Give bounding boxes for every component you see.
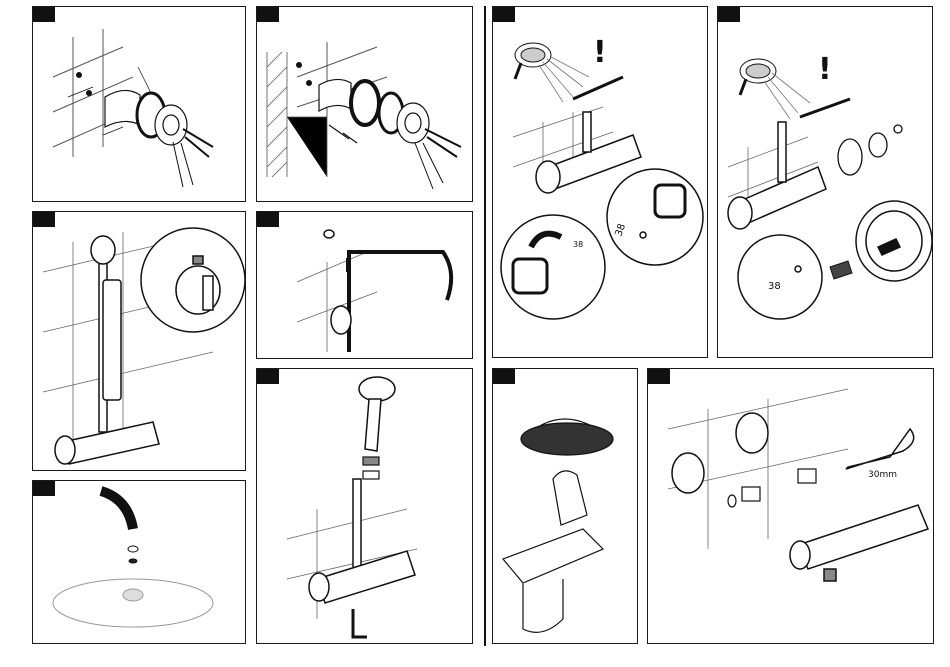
detail-circle-dial (738, 235, 822, 319)
detail-circle-cap (856, 201, 932, 281)
panel-overhead-shower (32, 480, 246, 644)
panel-cleaning (492, 368, 638, 644)
seal-rings (128, 546, 138, 563)
wall-mount-illustration (33, 7, 246, 202)
panel-wall-mounting (32, 6, 246, 202)
spray-plate (503, 529, 603, 632)
rail-mounting-illustration (33, 212, 246, 471)
thermostat-mixer (790, 505, 928, 581)
hand-shower (359, 377, 395, 451)
distance-arrow (329, 125, 357, 143)
fittings (728, 469, 816, 507)
thermostat-mixer (728, 122, 826, 229)
hand-shower-icon (515, 43, 551, 79)
water-spray (764, 73, 810, 119)
temperature-mark: 38 (768, 281, 781, 292)
warning-sign: ! (593, 35, 607, 70)
panel-wall-spacer (256, 6, 473, 202)
thermometer (573, 77, 623, 99)
overhead-shower-illustration (33, 481, 246, 644)
head-shower (521, 419, 613, 455)
warning-sign: ! (818, 52, 832, 87)
detail-circle-right (607, 169, 703, 265)
wall-spacer-illustration (257, 7, 473, 202)
mixer-with-rail (309, 479, 415, 637)
center-divider (484, 6, 486, 646)
thermometer (800, 99, 850, 117)
hand-shower-icon (740, 59, 776, 95)
panel-temperature-adjust: ! 38 38 (492, 6, 708, 358)
wrench-size-label: 30mm (868, 470, 897, 480)
wall-tiles (297, 252, 377, 352)
cleaning-hand (553, 471, 587, 525)
shower-arm-illustration (257, 212, 473, 359)
shower-arm (324, 230, 451, 352)
wrench (846, 429, 914, 469)
panel-shower-arm (256, 211, 473, 359)
wall-section-hatch (267, 52, 327, 177)
connector-parts (105, 90, 213, 187)
limiter-removal-illustration: ! 38 (718, 7, 933, 358)
panel-limiter-removal: ! 38 (717, 6, 933, 358)
connector-parts (319, 79, 461, 189)
hose-parts (363, 457, 379, 479)
cleaning-illustration (493, 369, 638, 644)
hand-shower-illustration (257, 369, 473, 644)
temperature-mark-small: 38 (573, 240, 583, 249)
limiter-clip (830, 261, 852, 279)
connection-illustration: 30mm (648, 369, 934, 644)
handle-parts (838, 125, 902, 175)
head-shower-plate (53, 579, 213, 627)
detail-circle-left (501, 215, 605, 319)
wall-plugs (76, 72, 92, 96)
temperature-adjust-illustration: ! 38 38 (493, 7, 708, 358)
panel-hand-shower (256, 368, 473, 644)
panel-connection: 30mm (647, 368, 934, 644)
panel-rail-mounting (32, 211, 246, 471)
detail-circle-bracket (141, 228, 245, 332)
shower-arm-pipe (101, 491, 133, 529)
